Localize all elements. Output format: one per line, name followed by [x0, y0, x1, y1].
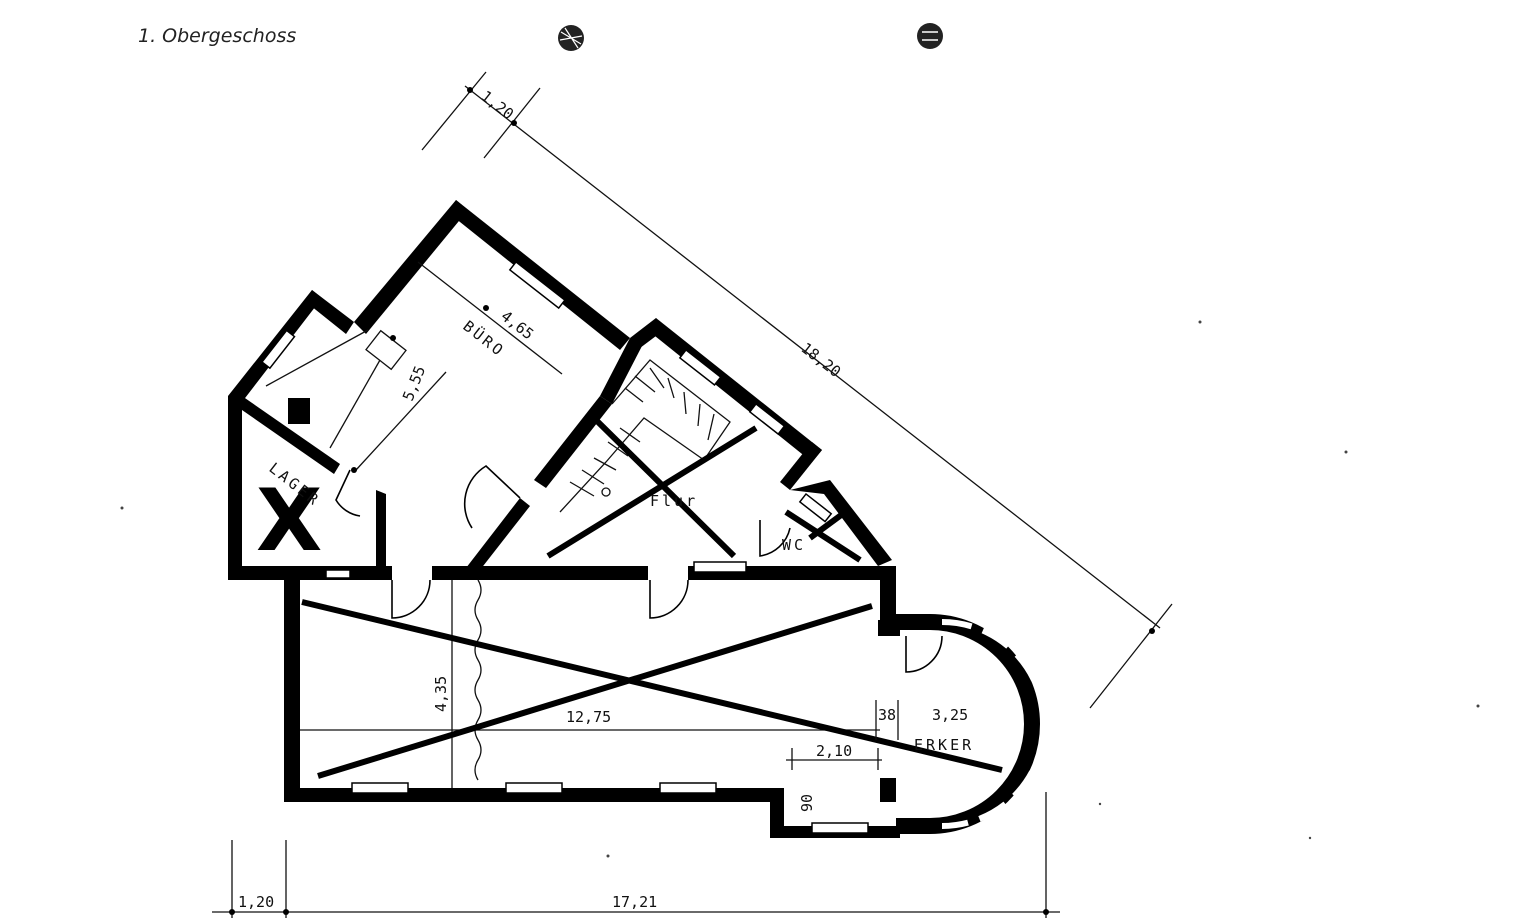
dim-niche-width: 2,10	[816, 742, 852, 760]
dim-top-offset: 1,20	[478, 87, 518, 123]
room-label-hall: Flur	[650, 492, 698, 510]
dim-bottom-offset: 1,20	[238, 893, 274, 911]
crossed-out-marks	[301, 417, 1003, 779]
interior-lines	[265, 261, 880, 788]
bay-walls	[896, 614, 1047, 834]
dim-office-depth: 5,55	[399, 363, 429, 403]
diagonal-dimension	[421, 71, 1173, 709]
dim-diagonal-length: 18,20	[798, 339, 845, 381]
scribble-mark-right	[917, 23, 943, 49]
dim-gap: 38	[878, 706, 896, 724]
sheet-title: 1. Obergeschoss	[138, 25, 296, 47]
paper-speckles	[120, 320, 1480, 858]
dim-bottom-total: 17,21	[612, 893, 657, 911]
dim-office-width: 4,65	[498, 307, 538, 343]
windows	[260, 260, 869, 834]
room-label-toilet: WC	[782, 536, 806, 554]
dim-niche-depth: 90	[798, 794, 816, 812]
scribble-mark-left	[558, 25, 584, 51]
dim-bay-length: 3,25	[932, 706, 968, 724]
storage-cross-mark: X	[256, 471, 322, 571]
dim-main-length: 12,75	[566, 708, 611, 726]
bottom-dimension	[212, 792, 1060, 918]
room-label-bay: ERKER	[914, 736, 974, 754]
door-swings	[335, 465, 943, 673]
dim-main-depth: 4,35	[432, 676, 450, 712]
